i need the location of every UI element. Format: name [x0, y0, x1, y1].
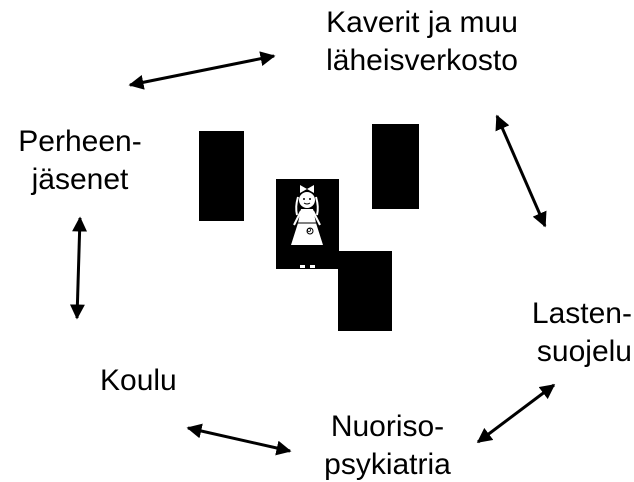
arrow-koulu-nuoriso: [186, 423, 292, 456]
arrow-perhe-koulu: [69, 216, 88, 320]
node-koulu-line1: Koulu: [100, 364, 177, 397]
node-perhe: Perheen- jäsenet: [0, 123, 160, 199]
node-nuoriso-line1: Nuoriso-: [330, 410, 445, 443]
node-nuoriso: Nuoriso- psykiatria: [300, 408, 475, 482]
center-figure-tile: [276, 179, 339, 269]
arrow-kaverit-lasten: [495, 114, 547, 228]
arrow-perhe-kaverit: [128, 51, 276, 90]
node-kaverit: Kaverit ja muu läheisverkosto: [292, 4, 552, 80]
node-kaverit-line2: läheisverkosto: [326, 44, 518, 77]
black-block-top-right: [372, 124, 419, 209]
black-block-left: [199, 131, 244, 221]
node-perhe-line2: jäsenet: [31, 163, 129, 196]
node-nuoriso-line2: psykiatria: [324, 448, 451, 481]
node-lasten-line2: suojelu: [536, 335, 632, 368]
black-block-bottom-right: [338, 251, 392, 331]
arrow-nuoriso-lasten: [476, 383, 556, 444]
node-koulu: Koulu: [100, 362, 177, 400]
node-perhe-line1: Perheen-: [18, 125, 142, 158]
node-lasten-line1: Lasten-: [531, 297, 632, 330]
node-lasten: Lasten- suojelu: [480, 295, 632, 371]
node-kaverit-line1: Kaverit ja muu: [326, 6, 518, 39]
girl-figure-icon: [291, 185, 323, 268]
